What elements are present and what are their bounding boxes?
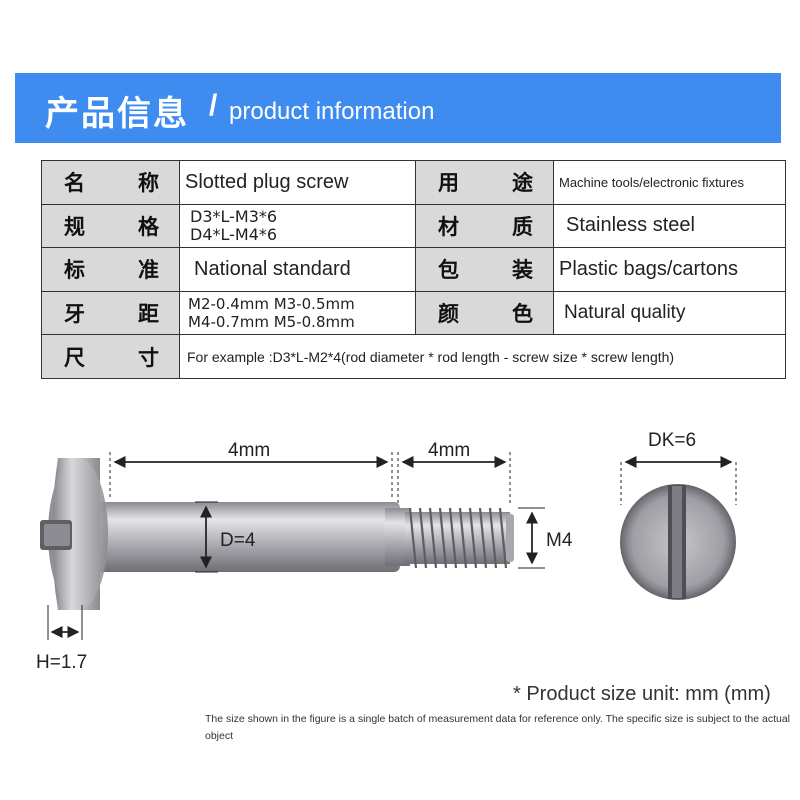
rod-diameter-dimension: D=4 (195, 501, 256, 573)
label-usage: 用途 (415, 160, 554, 205)
thread-size-dimension: M4 (518, 507, 573, 569)
table-row: 规格 D3*L-M3*6 D4*L-M4*6 材质 Stainless stee… (41, 203, 786, 249)
label-pitch: 牙距 (41, 290, 180, 336)
label-color: 颜色 (415, 290, 554, 336)
disclaimer-note: The size shown in the figure is a single… (205, 713, 791, 742)
value-color: Natural quality (553, 290, 786, 336)
product-info-table: 名称 Slotted plug screw 用途 Machine tools/e… (41, 160, 786, 379)
value-packing: Plastic bags/cartons (553, 247, 786, 292)
value-spec: D3*L-M3*6 D4*L-M4*6 (179, 203, 416, 249)
unit-note: * Product size unit: mm (mm) (513, 683, 771, 705)
label-material: 材质 (415, 203, 554, 249)
value-name: Slotted plug screw (179, 160, 416, 205)
label-standard: 标准 (41, 247, 180, 292)
table-row: 标准 National standard 包装 Plastic bags/car… (41, 247, 786, 292)
screw-side-view (40, 458, 514, 610)
thread-length-label: 4mm (428, 440, 470, 461)
title-cn: 产品信息 (45, 94, 189, 134)
table-row: 名称 Slotted plug screw 用途 Machine tools/e… (41, 160, 786, 205)
header-banner: 产品信息 / product information (15, 73, 781, 143)
rod-length-dimension: 4mm (109, 440, 393, 500)
title-slash: / (209, 89, 218, 122)
screw-dimension-diagram: 4mm 4mm D=4 M4 H=1.7 (36, 430, 737, 673)
rod-diameter-label: D=4 (220, 530, 256, 551)
label-spec: 规格 (41, 203, 180, 249)
screw-head-top-view: DK=6 (620, 430, 737, 600)
table-row: 尺寸 For example :D3*L-M2*4(rod diameter *… (41, 334, 786, 379)
head-diameter-label: DK=6 (648, 430, 696, 451)
value-usage: Machine tools/electronic fixtures (553, 160, 786, 205)
head-height-dimension: H=1.7 (36, 605, 87, 673)
label-packing: 包装 (415, 247, 554, 292)
title-en: product information (229, 98, 435, 125)
head-height-label: H=1.7 (36, 652, 87, 673)
label-size: 尺寸 (41, 334, 180, 379)
value-pitch: M2-0.4mm M3-0.5mm M4-0.7mm M5-0.8mm (179, 290, 416, 336)
thread-size-label: M4 (546, 530, 573, 551)
value-size: For example :D3*L-M2*4(rod diameter * ro… (179, 334, 786, 379)
label-name: 名称 (41, 160, 180, 205)
table-row: 牙距 M2-0.4mm M3-0.5mm M4-0.7mm M5-0.8mm 颜… (41, 290, 786, 336)
thread-length-dimension: 4mm (397, 440, 511, 505)
value-standard: National standard (179, 247, 416, 292)
value-material: Stainless steel (553, 203, 786, 249)
rod-length-label: 4mm (228, 440, 270, 461)
